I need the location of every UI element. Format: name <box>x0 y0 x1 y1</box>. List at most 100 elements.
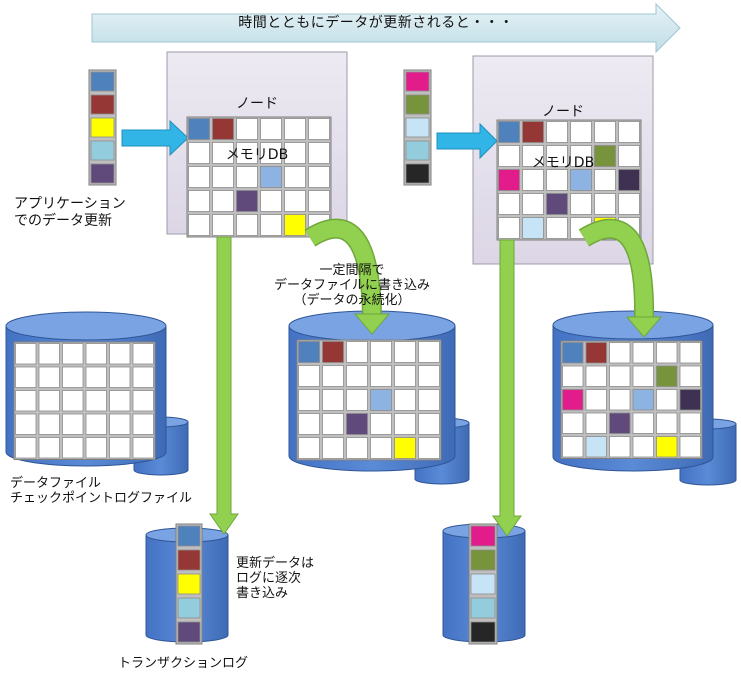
grid-cell-empty <box>85 343 107 365</box>
grid-cell-empty <box>109 390 131 412</box>
grid-cell-empty <box>546 217 568 239</box>
grid-cell-olive <box>594 145 616 167</box>
stack-cell-red <box>90 94 115 115</box>
grid-cell-empty <box>679 342 701 364</box>
grid-cell-empty <box>212 166 234 188</box>
grid-cell-empty <box>109 413 131 435</box>
log-arrow-1 <box>209 236 239 535</box>
update-arrow-2 <box>436 122 498 160</box>
grid-cell-empty <box>308 190 330 212</box>
grid-cell-empty <box>15 390 37 412</box>
grid-cell-empty <box>212 214 234 236</box>
grid-cell-empty <box>522 169 544 191</box>
banner-text: 時間とともにデータが更新されると・・・ <box>238 15 514 31</box>
grid-cell-empty <box>562 365 584 387</box>
grid-cell-empty <box>546 121 568 143</box>
grid-cell-empty <box>370 341 392 363</box>
grid-cell-cornflower <box>260 166 282 188</box>
transaction-log-label: トランザクションログ <box>118 656 249 671</box>
grid-cell-empty <box>298 437 320 459</box>
grid-cell-empty <box>308 142 330 164</box>
grid-cell-empty <box>656 342 678 364</box>
grid-cell-empty <box>322 437 344 459</box>
grid-cell-cornflower <box>570 169 592 191</box>
grid-cell-empty <box>284 166 306 188</box>
grid-cell-empty <box>236 166 258 188</box>
grid-cell-empty <box>85 390 107 412</box>
grid-cell-empty <box>522 145 544 167</box>
grid-cell-empty <box>62 366 84 388</box>
stack-cell-lightblue <box>405 140 430 161</box>
grid-cell-empty <box>85 366 107 388</box>
grid-cell-empty <box>15 366 37 388</box>
grid-cell-empty <box>260 142 282 164</box>
checkpoint-grid-1 <box>296 339 442 461</box>
grid-cell-empty <box>284 142 306 164</box>
grid-cell-purple <box>609 412 631 434</box>
grid-cell-empty <box>632 436 654 458</box>
grid-cell-darkpurple <box>618 169 640 191</box>
grid-cell-empty <box>298 389 320 411</box>
grid-cell-empty <box>260 118 282 140</box>
grid-cell-empty <box>15 343 37 365</box>
log-update-label: 更新データは ログに逐次 書き込み <box>236 556 315 601</box>
grid-cell-blue <box>562 342 584 364</box>
grid-cell-empty <box>546 169 568 191</box>
grid-cell-empty <box>132 413 154 435</box>
update-stack-after <box>403 69 432 186</box>
grid-cell-empty <box>346 341 368 363</box>
grid-cell-olive <box>656 365 678 387</box>
grid-cell-empty <box>498 217 520 239</box>
grid-cell-empty <box>570 121 592 143</box>
grid-cell-empty <box>394 365 416 387</box>
grid-cell-empty <box>656 389 678 411</box>
grid-cell-empty <box>609 436 631 458</box>
grid-cell-empty <box>38 390 60 412</box>
grid-cell-cornflower <box>632 389 654 411</box>
timeline-banner-arrow <box>91 2 681 54</box>
node-2-title: ノード メモリDB <box>473 70 653 189</box>
grid-cell-empty <box>62 390 84 412</box>
grid-cell-empty <box>132 343 154 365</box>
grid-cell-blue <box>298 341 320 363</box>
stack-cell-black <box>405 163 430 184</box>
stack-cell-lightblue <box>90 140 115 161</box>
grid-cell-empty <box>394 413 416 435</box>
grid-cell-empty <box>109 366 131 388</box>
grid-cell-red <box>585 342 607 364</box>
data-file-grid <box>13 341 156 460</box>
grid-cell-empty <box>132 437 154 459</box>
log-stack-1 <box>175 523 203 645</box>
grid-cell-empty <box>546 145 568 167</box>
stack-cell-olive <box>470 549 496 571</box>
grid-cell-empty <box>585 412 607 434</box>
grid-cell-empty <box>570 145 592 167</box>
grid-cell-red <box>212 118 234 140</box>
grid-cell-empty <box>322 365 344 387</box>
stack-cell-black <box>470 621 496 643</box>
persist-arrow-2 <box>578 218 663 338</box>
grid-cell-magenta <box>498 169 520 191</box>
stack-cell-purple <box>90 163 115 184</box>
grid-cell-red <box>522 121 544 143</box>
stack-cell-olive <box>405 94 430 115</box>
grid-cell-empty <box>609 342 631 364</box>
grid-cell-empty <box>562 436 584 458</box>
grid-cell-empty <box>632 342 654 364</box>
grid-cell-empty <box>370 413 392 435</box>
grid-cell-empty <box>618 145 640 167</box>
node-1-title: ノード メモリDB <box>167 62 347 181</box>
grid-cell-empty <box>132 366 154 388</box>
stack-cell-blue <box>177 525 201 547</box>
grid-cell-empty <box>308 166 330 188</box>
grid-cell-cornflower <box>370 389 392 411</box>
grid-cell-empty <box>236 214 258 236</box>
node-1-title-line1: ノード <box>236 96 278 112</box>
grid-cell-empty <box>370 437 392 459</box>
grid-cell-empty <box>188 214 210 236</box>
grid-cell-empty <box>322 389 344 411</box>
grid-cell-blue <box>188 118 210 140</box>
grid-cell-empty <box>212 190 234 212</box>
grid-cell-empty <box>188 166 210 188</box>
